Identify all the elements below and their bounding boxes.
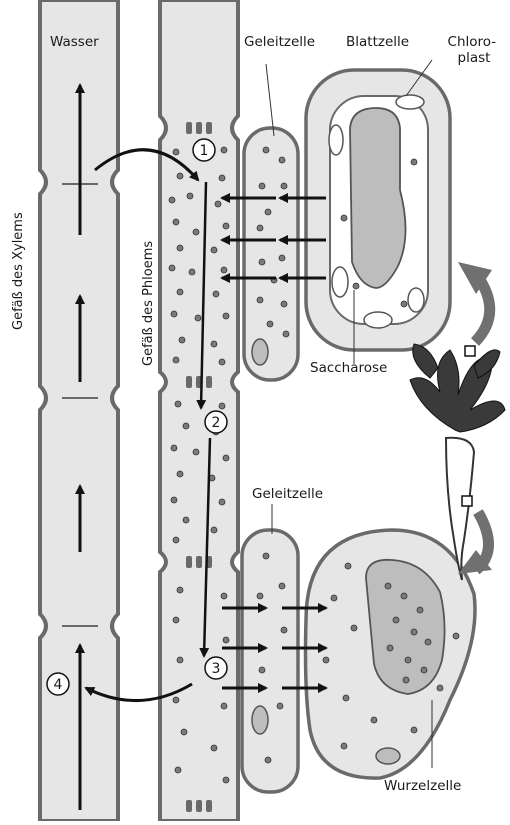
step-marker-4: 4 [47,673,69,695]
leaf-cell [306,70,450,350]
label-water: Wasser [50,34,99,50]
label-root-cell: Wurzelzelle [384,778,461,794]
root-cell [306,530,476,778]
label-phloem-vessel: Gefäß des Phloems [141,241,156,366]
label-chloroplast: Chloro- plast [448,34,501,66]
leaf-vacuole [350,108,406,288]
label-leaf-cell: Blattzelle [346,34,409,50]
step-marker-2: 2 [205,411,227,433]
step-marker-3: 3 [205,657,227,679]
plant-leaves [410,344,505,432]
companion-cell-top [244,128,298,380]
svg-text:4: 4 [54,677,63,693]
label-xylem-vessel: Gefäß des Xylems [11,212,26,330]
label-companion-cell-bottom: Geleitzelle [252,486,323,502]
companion-cell-bottom [242,530,298,792]
svg-text:1: 1 [200,143,209,159]
step-marker-1: 1 [193,139,215,161]
label-companion-cell-top: Geleitzelle [244,34,315,50]
svg-text:3: 3 [212,661,221,677]
svg-text:2: 2 [212,415,221,431]
label-sucrose: Saccharose [310,360,387,376]
phloem-vessel [160,0,238,821]
root-vacuole [366,560,445,694]
